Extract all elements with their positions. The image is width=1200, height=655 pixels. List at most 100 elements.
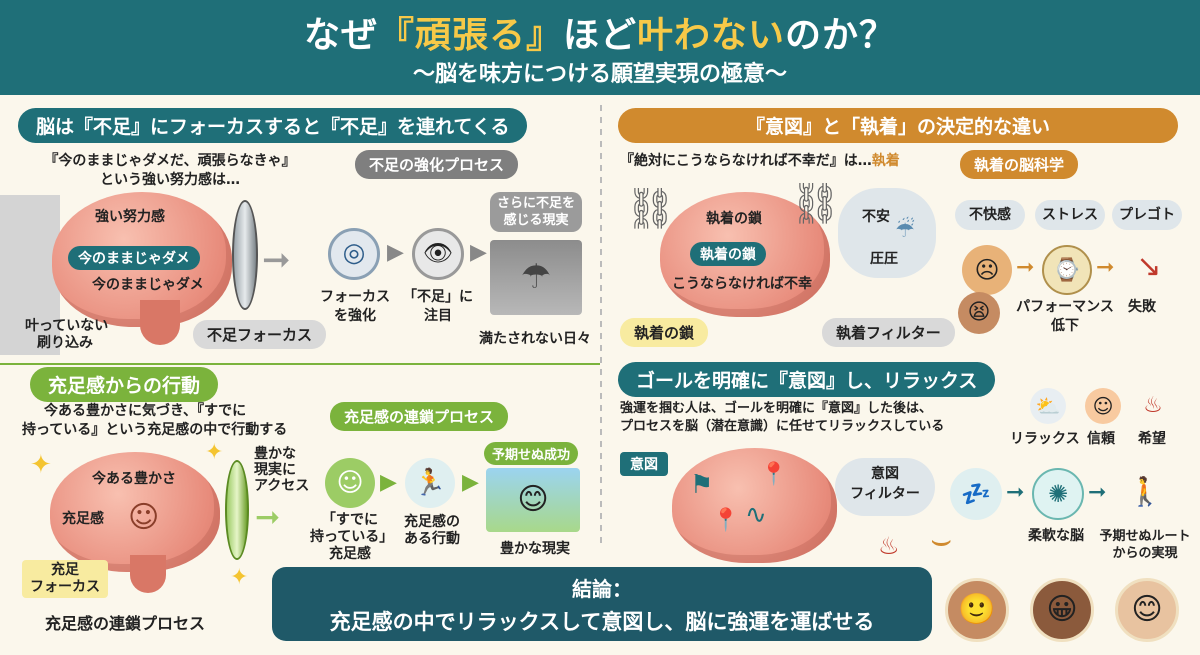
title-part: のか？ [785,15,897,56]
q2-stress-item: ストレス [1035,200,1105,230]
lens-icon [232,200,258,310]
arrow-icon: ➞ [255,500,281,535]
arrow-icon: ▶ [380,470,397,495]
decline-chart-icon: ↘ [1136,249,1162,284]
q4-filter-cloud: 意図 フィルター [835,458,935,516]
q3-chain-title: 充足感の連鎖プロセス [330,402,509,431]
arrow-icon: ▶ [470,240,487,265]
q1-step-label: フォーカス を強化 [310,288,400,326]
q3-focus-line: 充足 [51,562,79,578]
q2-stress-item: プレゴト [1112,200,1182,230]
smiley-icon: ☺ [325,458,375,508]
avatar: 😊 [1115,578,1179,642]
q1-shade [0,195,60,355]
q4-route-line: 予期せぬルート [1099,529,1191,544]
q3-step-line: ある行動 [404,531,460,547]
q2-cloud-word: 圧圧 [870,251,898,267]
happy-person-icon: 😊 [486,468,580,532]
q1-step-label: 「不足」に 注目 [396,288,480,326]
q4-filter-line: 意図 [871,466,899,482]
cloud-icon [838,188,936,278]
running-person-icon: 🏃 [405,458,455,508]
q2-bottom-label: 執着の鎖 [620,318,709,347]
q1-intro-line: という強い努力感は… [100,172,240,188]
arrow-icon: ➞ [262,240,291,280]
q2-chain-label: 執着の鎖 [690,242,766,266]
sparkle-icon: ✦ [30,450,52,480]
q4-route-label: 予期せぬルート からの実現 [1090,528,1200,562]
sparkle-icon: ✦ [205,440,224,465]
q2-stress-item: 不快感 [955,200,1025,230]
q1-intro: 『今のままじゃダメだ、頑張らなきゃ』 という強い努力感は… [30,152,310,190]
sun-cloud-icon: ⛅ [1030,388,1066,424]
q3-step-label: 「すでに 持っている」 充足感 [310,512,394,563]
head-icon: ☹ [962,245,1012,295]
winding-road-icon: ∿ [745,500,767,530]
q2-fail-label: 失敗 [1128,299,1156,315]
q4-flexible-label: 柔軟な脳 [1028,528,1084,544]
q4-intro-line: プロセスを脳（潜在意識）に任せてリラックスしている [620,419,945,434]
stressed-person-icon: 😫 [958,292,1000,334]
q2-perf-line: 低下 [1051,318,1079,334]
q4-state: リラックス [1010,431,1080,447]
q1-step-label: 満たされない日々 [479,331,591,347]
q1-process-title: 不足の強化プロセス [355,150,519,179]
q1-arrow-label-line: 叶っていない [25,318,109,334]
vertical-divider [600,105,602,545]
q3-brain-label: 今ある豊かさ [92,471,176,487]
q1-bubble-line: さらに不足を [496,196,575,211]
q3-side-label: 豊かな 現実に アクセス [254,446,309,494]
q2-cloud-word: 不安 [862,209,890,225]
q1-focus-label: 不足フォーカス [193,320,327,349]
brain-icon [672,448,837,563]
gauge-icon: ⌚ [1042,245,1092,295]
q1-step-line: 注目 [424,308,452,324]
q1-brain-label: 今のままじゃダメ [68,246,200,270]
brain-stem [130,555,166,593]
brain-icon [50,452,220,572]
q1-banner: 脳は『不足』にフォーカスすると『不足』を連れてくる [18,108,528,143]
q1-step-line: フォーカス [320,289,390,305]
conclusion-title: 結論： [572,577,632,601]
q1-brain-label: 今のままじゃダメ [92,277,204,293]
q3-step-line: 持っている」 [310,529,394,545]
avatar: 🙂 [945,578,1009,642]
arrow-icon: ➞ [1006,480,1025,505]
q2-chain-label: 執着の鎖 [706,211,762,227]
q1-bubble: さらに不足を 感じる現実 [490,192,582,232]
q4-route-line: からの実現 [1112,546,1178,561]
conclusion-text: 充足感の中でリラックスして意図し、脳に強運を運ばせる [329,610,875,634]
smile-icon: ☺ [128,500,160,535]
header: なぜ『頑張る』ほど叶わないのか？ 〜脳を味方につける願望実現の極意〜 [0,0,1200,95]
rain-cloud-icon: ☔ [895,218,915,243]
eye-icon: 👁 [412,228,464,280]
q2-perf-line: パフォーマンス [1016,299,1114,315]
q3-banner: 充足感からの行動 [30,367,219,402]
title-highlight: 叶わない [637,15,786,56]
q1-step-line: 「不足」に [403,289,473,305]
q2-filter-label: 執着フィルター [822,318,955,347]
pin-icon: 📍 [712,508,740,533]
hot-spring-icon: ♨ [878,532,900,560]
arrow-icon: ➞ [1016,255,1035,280]
conclusion-box: 結論： 充足感の中でリラックスして意図し、脳に強運を運ばせる [272,567,932,641]
q4-intro-line: 強運を掴む人は、ゴールを明確に『意図』した後は、 [620,401,933,416]
smile-face-icon: ☺ [1085,388,1121,424]
q2-banner: 『意図』と「執着」の決定的な違い [618,108,1178,143]
q3-step-line: 「すでに [321,512,379,528]
page-subtitle: 〜脳を味方につける願望実現の極意〜 [412,62,787,87]
arrow-icon: ▶ [462,470,479,495]
q2-intro-text: 『絶対にこうならなければ不幸だ』は… [620,153,872,169]
q1-intro-line: 『今のままじゃダメだ、頑張らなきゃ』 [44,153,296,169]
q1-arrow-label: 叶っていない 刷り込み [25,318,109,352]
q3-intro: 今ある豊かさに気づき、『すでに 持っている』という充足感の中で行動する [22,402,287,440]
q4-filter-line: フィルター [850,486,920,502]
q3-brain-label: 充足感 [62,511,104,527]
q1-bubble-line: 感じる現実 [503,213,569,228]
q3-side-line: 現実に [254,462,296,478]
avatar: 😀 [1030,578,1094,642]
q3-step-line: 充足感 [329,546,371,562]
brain-stem [140,300,180,345]
title-highlight: 『頑張る』 [377,15,563,56]
sleeping-person-icon: 💤 [950,468,1002,520]
